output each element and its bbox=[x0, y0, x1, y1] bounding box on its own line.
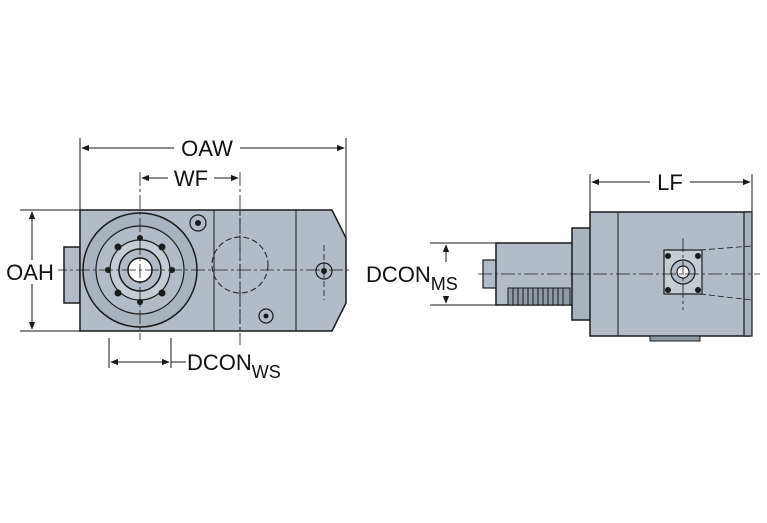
side-dimensions: LF DCONMS bbox=[364, 170, 753, 306]
front-dimensions: OAW WF OAH DCONWS bbox=[2, 136, 347, 382]
side-serration bbox=[507, 287, 571, 306]
front-left-stub bbox=[63, 246, 81, 304]
side-view bbox=[478, 211, 760, 342]
dcon-ws-label: DCONWS bbox=[187, 350, 281, 382]
lf-label: LF bbox=[657, 170, 683, 195]
wf-label: WF bbox=[174, 166, 208, 191]
dcon-ws-sub: WS bbox=[252, 362, 281, 382]
oah-label: OAH bbox=[6, 260, 54, 285]
dcon-ws-main: DCON bbox=[187, 350, 252, 375]
dcon-ms-label: DCONMS bbox=[366, 262, 458, 294]
front-view bbox=[30, 172, 352, 345]
dcon-ms-sub: MS bbox=[431, 274, 458, 294]
oaw-label: OAW bbox=[181, 136, 233, 161]
dcon-ms-main: DCON bbox=[366, 262, 431, 287]
